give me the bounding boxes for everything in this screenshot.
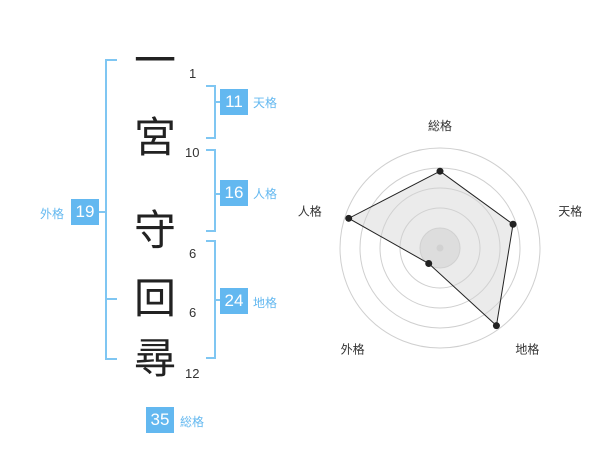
tenkaku-bracket-tick [214,101,222,103]
gaikaku-bracket-mid-tick [98,211,106,213]
stroke-count-2: 10 [185,145,200,160]
jinkaku-bracket [206,149,216,232]
radar-grid-ring-3 [379,187,501,309]
radar-point-3 [492,322,500,330]
name-char-2: 宮 [133,113,176,162]
soukaku-label: 総格 [180,415,205,429]
tenkaku-value-badge: 11 [220,89,248,115]
radar-grid-ring-2 [399,207,481,289]
tenkaku-bracket [206,85,216,139]
radar-center-dot [436,244,444,252]
radar-axis-label-4: 外格 [341,341,365,356]
gaikaku-value-badge: 19 [71,199,99,225]
name-char-1: 一 [133,36,176,85]
soukaku-value-badge: 35 [146,407,174,433]
radar-axis-label-5: 人格 [298,204,322,219]
chikaku-value-badge: 24 [220,288,248,314]
radar-point-1 [436,167,444,175]
jinkaku-value-badge: 16 [220,180,248,206]
radar-data-polygon [347,170,514,327]
stroke-count-5: 12 [185,366,200,381]
jinkaku-label: 人格 [253,187,278,201]
chikaku-bracket-tick [214,299,222,301]
radar-point-2 [509,220,517,228]
radar-axis-label-3: 地格 [515,341,539,356]
radar-point-4 [425,260,433,268]
gaikaku-bracket-lower-tick [107,298,117,300]
stroke-count-3: 6 [189,246,197,261]
name-char-5: 尋 [133,334,176,383]
stroke-count-4: 6 [189,305,197,320]
name-char-4: 回 [133,274,176,323]
tenkaku-label: 天格 [253,96,278,110]
gaikaku-label: 外格 [40,207,65,221]
radar-axis-label-2: 天格 [558,204,582,219]
chikaku-label: 地格 [253,296,278,310]
radar-grid-ring-5 [339,147,541,349]
radar-point-5 [345,214,353,222]
stroke-count-1: 1 [189,66,197,81]
name-char-3: 守 [133,206,176,255]
jinkaku-bracket-tick [214,193,222,195]
gaikaku-bracket [105,59,117,360]
radar-axis-label-1: 総格 [428,118,452,133]
